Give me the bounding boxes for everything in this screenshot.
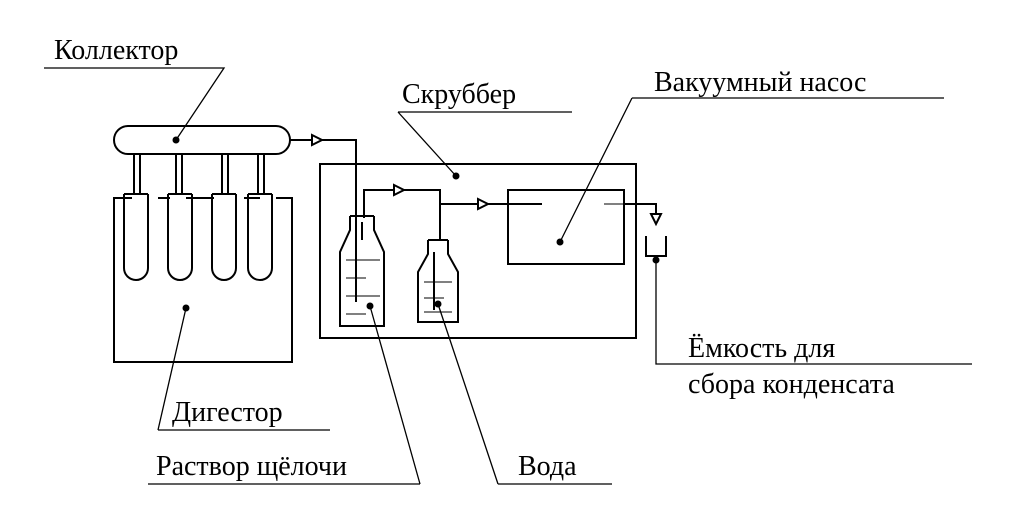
label-water: Вода <box>518 451 577 482</box>
leader-lines <box>44 67 972 485</box>
label-condensate-line2: сбора конденсата <box>688 369 895 400</box>
label-scrubber: Скруббер <box>402 79 517 110</box>
pipe-alkali-to-water <box>363 189 441 236</box>
pipe-collector-to-scrubber <box>290 139 357 228</box>
digester-tube-4 <box>247 194 273 281</box>
alkali-bottle <box>339 215 385 327</box>
digester-tube-1 <box>123 194 149 281</box>
collector-manifold <box>113 125 291 155</box>
label-condensate-line1: Ёмкость для <box>688 333 836 364</box>
label-collector: Коллектор <box>54 35 179 66</box>
pipe-water-to-pump <box>439 203 542 240</box>
flow-arrow-1 <box>311 133 325 147</box>
label-digester: Дигестор <box>172 397 283 428</box>
condensate-vessel <box>645 236 667 257</box>
vacuum-pump <box>507 189 625 265</box>
label-vacuum-pump: Вакуумный насос <box>654 67 867 98</box>
digester-block <box>113 197 293 363</box>
leader-dots <box>172 136 660 312</box>
digester-tube-2 <box>167 194 193 281</box>
digester-tubes <box>123 154 273 281</box>
water-bottle <box>417 239 459 323</box>
digester-tube-3 <box>211 194 237 281</box>
flow-arrow-2 <box>393 183 407 197</box>
scrubber-box <box>319 163 637 339</box>
flow-arrow-3 <box>477 197 491 211</box>
label-alkali-solution: Раствор щёлочи <box>156 451 347 482</box>
flow-arrow-4 <box>649 213 663 227</box>
